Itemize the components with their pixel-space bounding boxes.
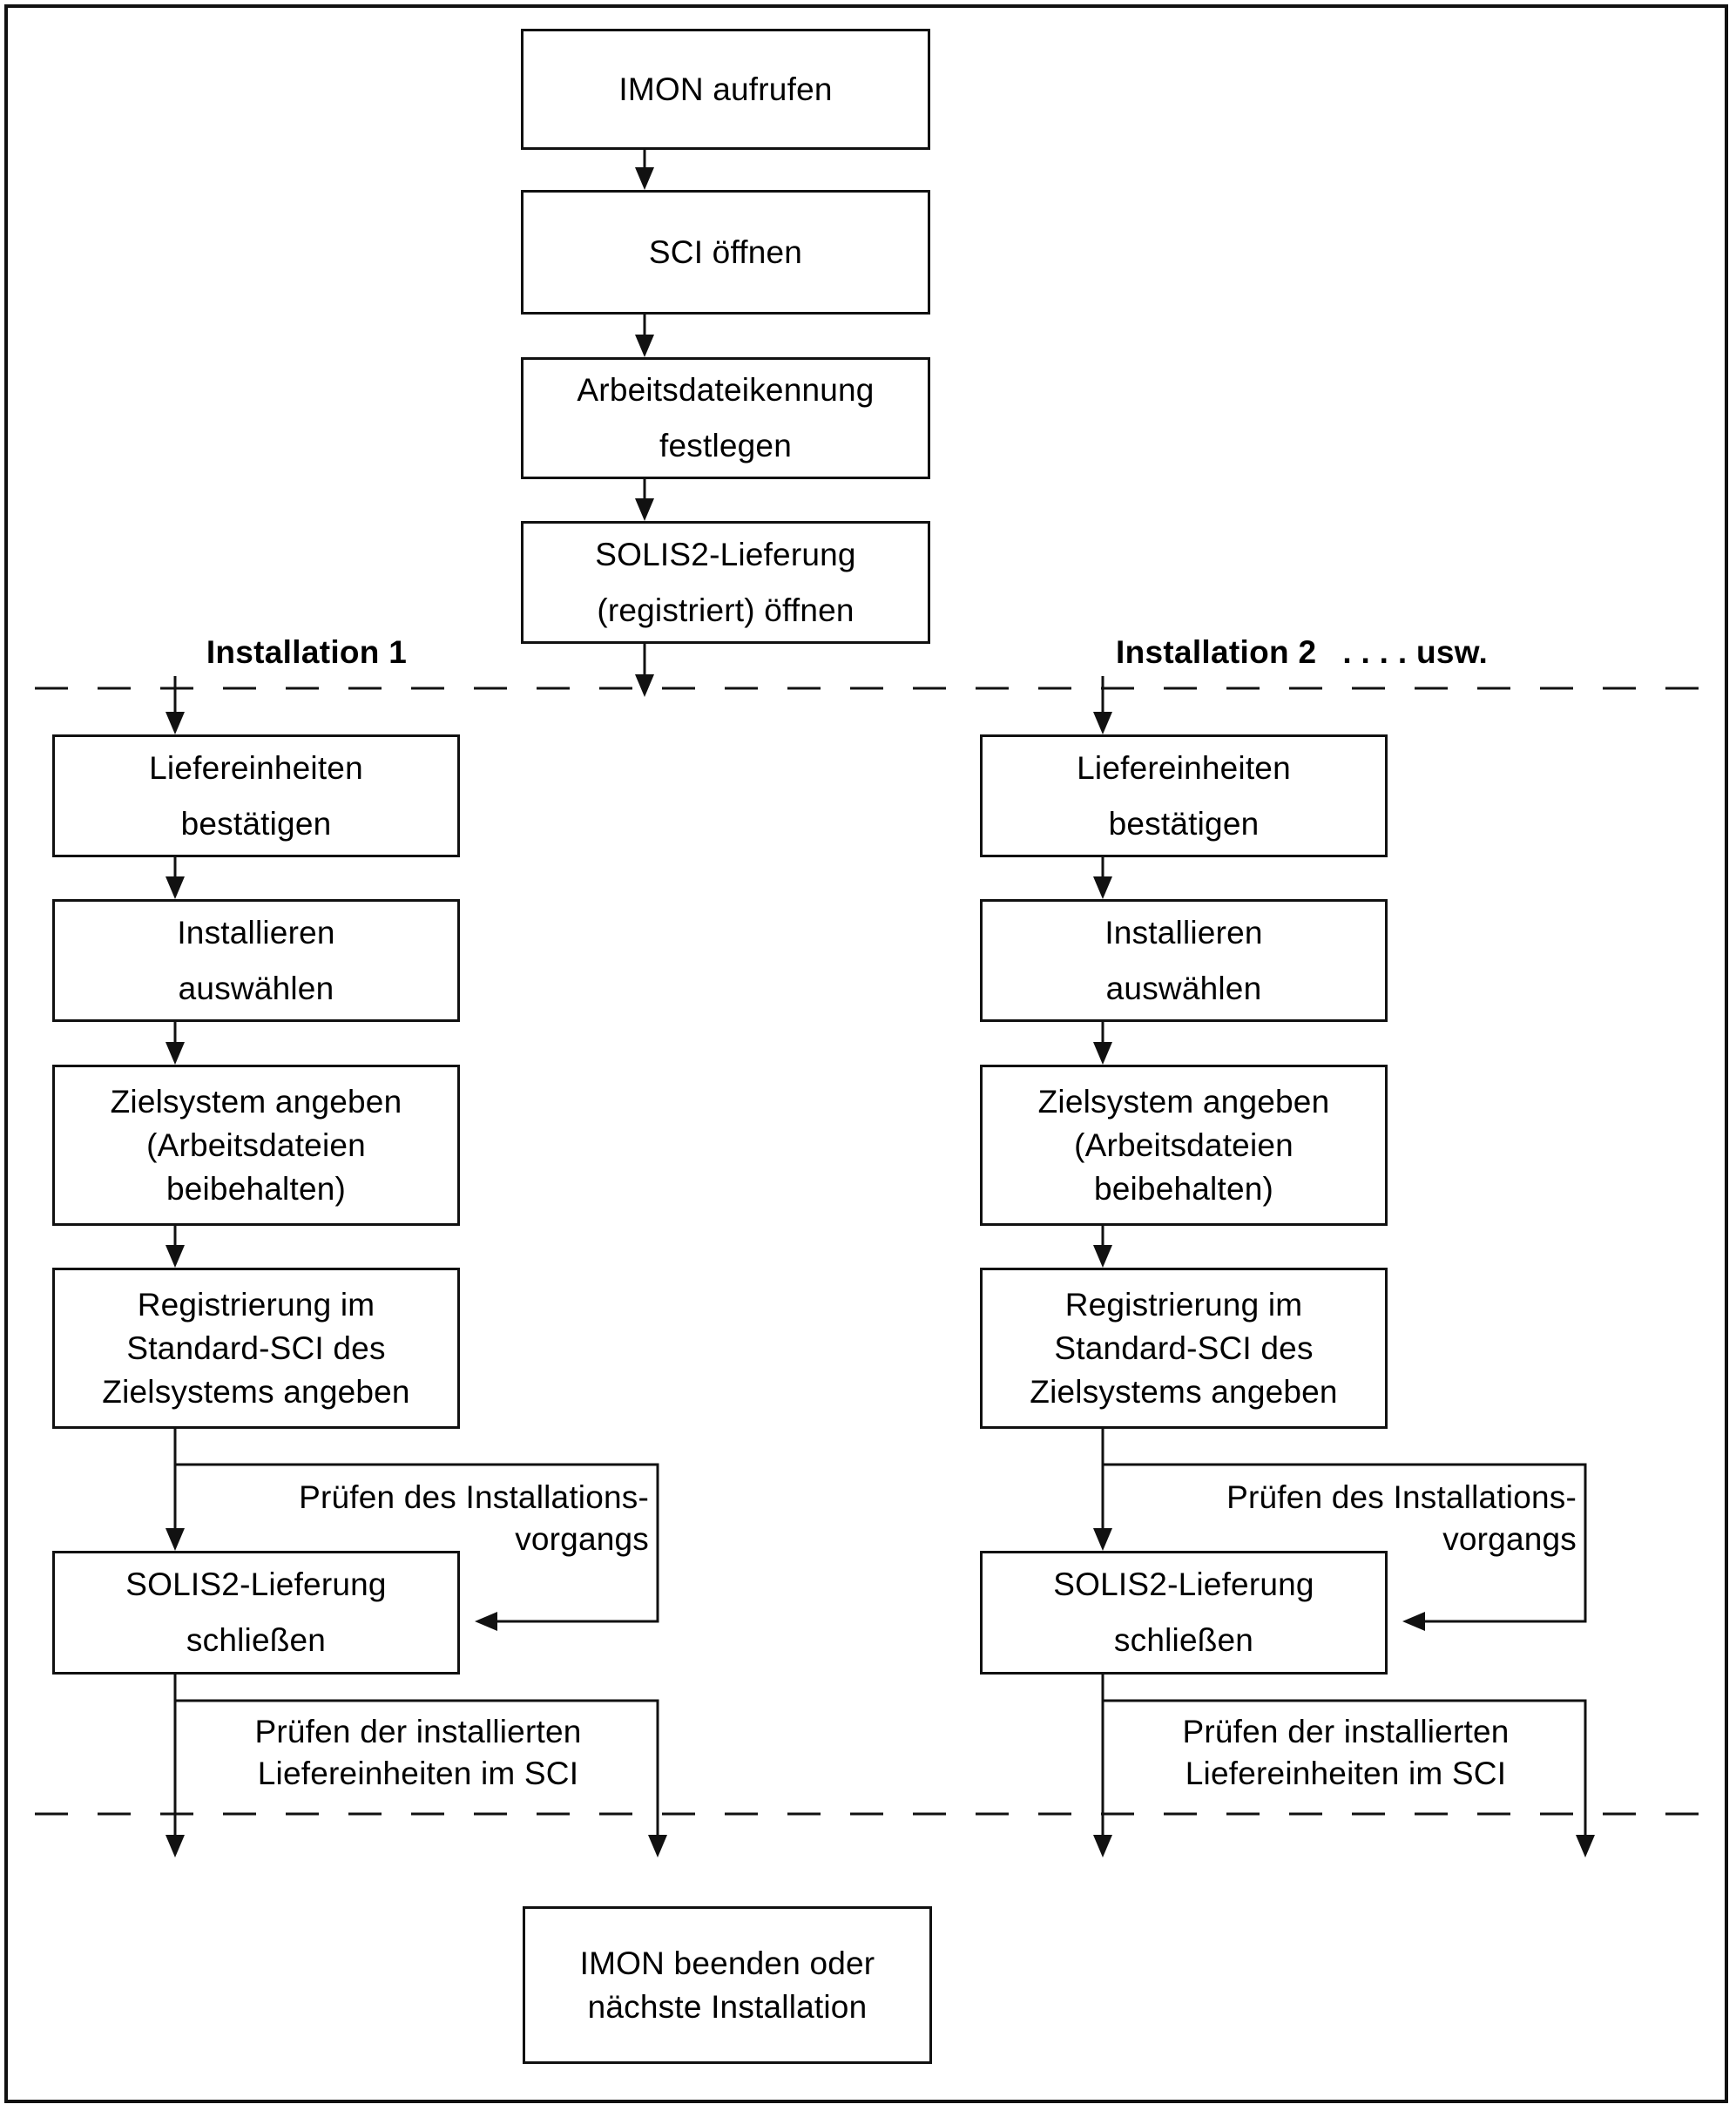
box-label: Registrierung im	[1064, 1286, 1303, 1323]
note-check-process-2: Prüfen des Installations- vorgangs	[1224, 1477, 1577, 1560]
label-text: Installation 2	[1116, 634, 1317, 670]
box-label: nächste Installation	[587, 1988, 868, 2025]
box-label: bestätigen	[1108, 805, 1260, 842]
arrowhead-left-4	[165, 1528, 185, 1551]
arrowhead-right-loop	[1402, 1612, 1425, 1631]
box-liefereinheiten-bestaetigen-2: Liefereinheiten bestätigen	[980, 734, 1388, 857]
arrowhead-top-2	[635, 335, 654, 357]
box-label: Zielsystems angeben	[1030, 1373, 1338, 1410]
box-label: Liefereinheiten	[1077, 749, 1291, 786]
note-line: Prüfen des Installations-	[299, 1479, 649, 1515]
arrowhead-top-1	[635, 167, 654, 190]
box-label: schließen	[1113, 1622, 1254, 1658]
loop-left-check-process	[175, 1463, 659, 1623]
box-imon-beenden: IMON beenden oder nächste Installation	[523, 1906, 932, 2064]
arrowhead-left-loop	[475, 1612, 497, 1631]
box-label: Zielsystem angeben	[1037, 1083, 1330, 1120]
box-label: Registrierung im	[137, 1286, 375, 1323]
box-installieren-auswaehlen-2: Installieren auswählen	[980, 899, 1388, 1022]
label-text: Installation 1	[206, 634, 408, 670]
box-sci-oeffnen: SCI öffnen	[521, 190, 930, 315]
note-line: Liefereinheiten im SCI	[257, 1756, 579, 1791]
box-label: Standard-SCI des	[126, 1330, 386, 1366]
arrowheads	[165, 167, 1595, 1857]
arrowhead-right-2	[1093, 1042, 1112, 1065]
box-label: Arbeitsdateikennung	[577, 372, 875, 408]
note-line: Prüfen des Installations-	[1226, 1479, 1577, 1515]
box-solis2-schliessen-2: SOLIS2-Lieferung schließen	[980, 1551, 1388, 1675]
box-label: IMON aufrufen	[618, 71, 833, 107]
box-label: (Arbeitsdateien	[146, 1127, 366, 1163]
note-line: Liefereinheiten im SCI	[1185, 1756, 1507, 1791]
box-solis2-schliessen-1: SOLIS2-Lieferung schließen	[52, 1551, 460, 1675]
box-label: IMON beenden oder	[579, 1945, 875, 1981]
box-label: SOLIS2-Lieferung	[595, 536, 856, 572]
box-zielsystem-angeben-1: Zielsystem angeben (Arbeitsdateien beibe…	[52, 1065, 460, 1226]
box-label: Zielsystem angeben	[110, 1083, 402, 1120]
arrowhead-right-3	[1093, 1245, 1112, 1268]
box-installieren-auswaehlen-1: Installieren auswählen	[52, 899, 460, 1022]
arrowhead-top-3	[635, 498, 654, 521]
box-label: Installieren	[177, 914, 335, 951]
box-label: bestätigen	[180, 805, 332, 842]
box-label: SOLIS2-Lieferung	[125, 1566, 387, 1602]
arrowhead-left-entry	[165, 712, 185, 734]
note-check-process-1: Prüfen des Installations- vorgangs	[296, 1477, 649, 1560]
arrowhead-right-exit	[1093, 1835, 1112, 1857]
note-line: vorgangs	[515, 1521, 649, 1557]
box-registrierung-1: Registrierung im Standard-SCI des Zielsy…	[52, 1268, 460, 1429]
label-etc: . . . . usw.	[1342, 634, 1489, 670]
connector-lines	[35, 150, 1701, 1848]
arrowhead-right-4	[1093, 1528, 1112, 1551]
arrowhead-right-entry	[1093, 712, 1112, 734]
box-label: Zielsystems angeben	[102, 1373, 410, 1410]
box-label: SCI öffnen	[648, 233, 803, 270]
box-label: auswählen	[1105, 970, 1262, 1006]
loop-right-check-process	[1103, 1463, 1587, 1623]
arrowhead-left-3	[165, 1245, 185, 1268]
box-label: festlegen	[659, 428, 792, 463]
label-installation-2: Installation 2 . . . . usw.	[1116, 634, 1488, 671]
box-label: Installieren	[1104, 914, 1263, 951]
note-check-units-1: Prüfen der installierten Liefereinheiten…	[200, 1711, 636, 1795]
box-arbeitsdateikennung: Arbeitsdateikennung festlegen	[521, 357, 930, 479]
note-check-units-2: Prüfen der installierten Liefereinheiten…	[1128, 1711, 1564, 1795]
box-label: schließen	[186, 1622, 327, 1658]
box-liefereinheiten-bestaetigen-1: Liefereinheiten bestätigen	[52, 734, 460, 857]
branch-right-check-units	[1103, 1699, 1587, 1848]
label-installation-1: Installation 1	[132, 634, 481, 671]
arrowhead-left-exit	[165, 1835, 185, 1857]
box-label: beibehalten)	[165, 1170, 347, 1207]
box-label: Liefereinheiten	[149, 749, 363, 786]
arrowhead-right-units	[1576, 1835, 1595, 1857]
box-label: Standard-SCI des	[1054, 1330, 1314, 1366]
arrowhead-left-1	[165, 876, 185, 899]
arrowhead-right-1	[1093, 876, 1112, 899]
arrowhead-left-units	[648, 1835, 667, 1857]
box-label: beibehalten)	[1093, 1170, 1274, 1207]
box-zielsystem-angeben-2: Zielsystem angeben (Arbeitsdateien beibe…	[980, 1065, 1388, 1226]
box-imon-aufrufen: IMON aufrufen	[521, 29, 930, 150]
box-label: SOLIS2-Lieferung	[1053, 1566, 1314, 1602]
note-line: Prüfen der installierten	[1182, 1714, 1510, 1749]
branch-left-check-units	[175, 1699, 659, 1848]
box-registrierung-2: Registrierung im Standard-SCI des Zielsy…	[980, 1268, 1388, 1429]
note-line: Prüfen der installierten	[254, 1714, 582, 1749]
arrowhead-left-2	[165, 1042, 185, 1065]
arrowhead-top-4	[635, 674, 654, 697]
box-label: (registriert) öffnen	[597, 592, 854, 628]
box-solis2-oeffnen: SOLIS2-Lieferung (registriert) öffnen	[521, 521, 930, 644]
box-label: (Arbeitsdateien	[1074, 1127, 1294, 1163]
box-label: auswählen	[178, 970, 334, 1006]
note-line: vorgangs	[1442, 1521, 1577, 1557]
